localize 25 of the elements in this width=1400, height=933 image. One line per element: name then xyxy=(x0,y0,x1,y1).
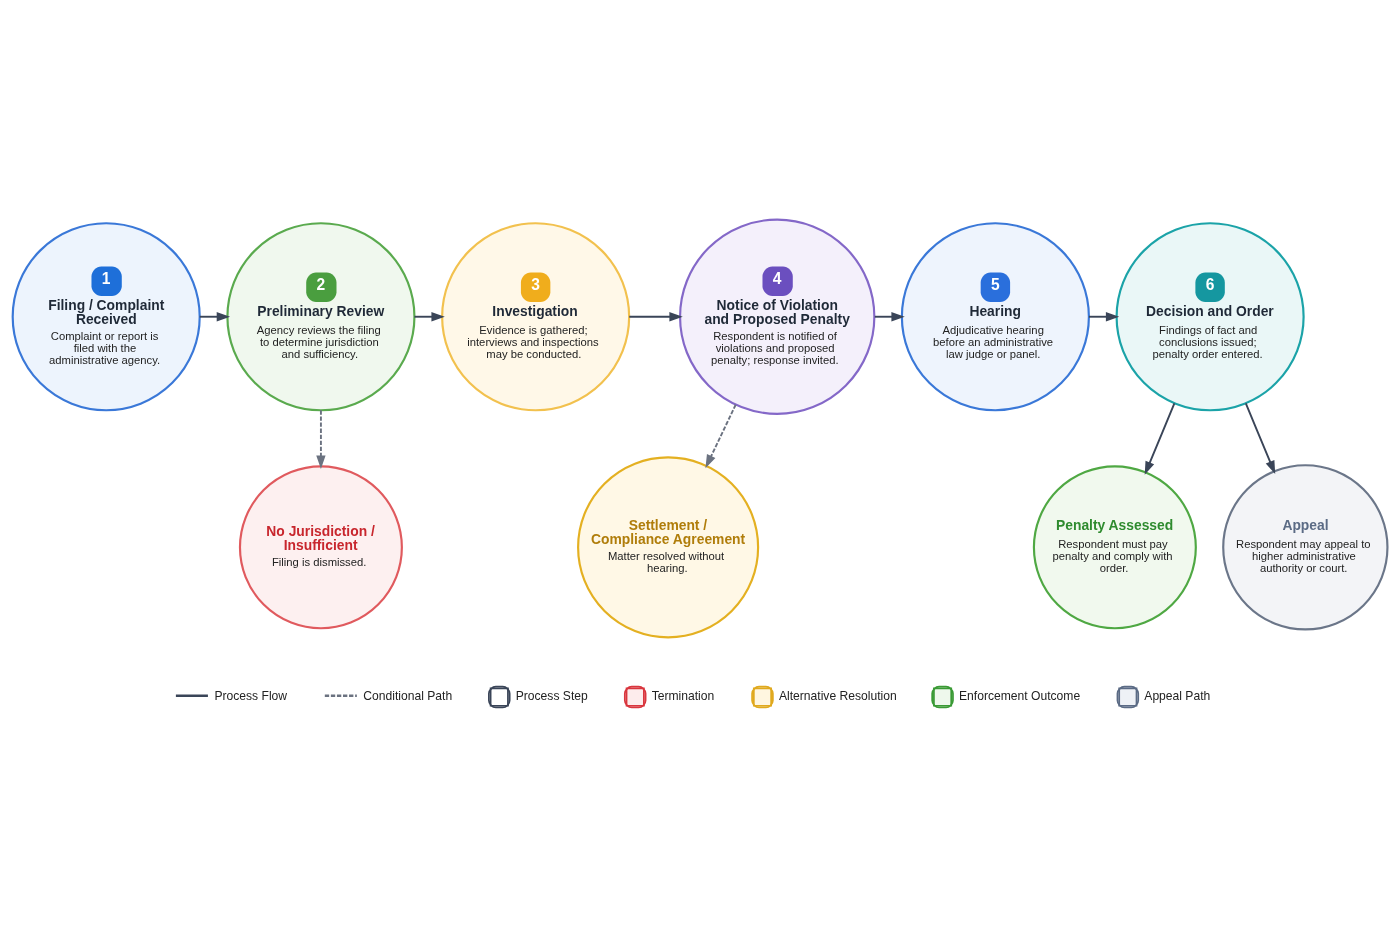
arrow xyxy=(1087,312,1120,322)
arrow xyxy=(413,312,445,322)
node-circle: Penalty Assessed Respondent must pay penalty and comply with order. xyxy=(1032,465,1197,630)
legend-label: Enforcement Outcome xyxy=(959,689,1081,704)
legend-label: Termination xyxy=(651,689,715,704)
arrow xyxy=(198,312,231,322)
arrow xyxy=(628,312,683,322)
arrow xyxy=(705,403,737,469)
legend-label: Process Step xyxy=(515,689,588,704)
arrow xyxy=(873,312,905,322)
node-circle: 3 Investigation Evidence is gathered; interviews and inspections may be conducted. xyxy=(441,222,631,412)
arrow xyxy=(1144,402,1176,475)
node-circle: 1 Filing / Complaint Received Complaint or report is filed with the administrative agency. xyxy=(11,222,201,412)
node-circle: 2 Preliminary Review Agency reviews the filing to determine jurisdiction and sufficiency. xyxy=(226,222,416,412)
node-circle: Appeal Respondent may appeal to higher administrative authority or court. xyxy=(1222,464,1389,631)
legend-label: Alternative Resolution xyxy=(778,689,897,704)
node-circle: 6 Decision and Order Findings of fact and conclusions issued; penalty order entered. xyxy=(1115,222,1305,412)
legend-label: Conditional Path xyxy=(363,689,453,704)
node-circle: 4 Notice of Violation and Proposed Penalty Respondent is notified of violations and proposed penalty; response invited. xyxy=(678,218,876,415)
arrow xyxy=(1244,402,1276,475)
legend-label: Process Flow xyxy=(214,689,288,704)
arrow xyxy=(316,409,326,469)
legend-label: Appeal Path xyxy=(1144,689,1211,704)
node-circle: No Jurisdiction / Insufficient Filing is dismissed. xyxy=(238,465,403,630)
node-circle: 5 Hearing Adjudicative hearing before an administrative law judge or panel. xyxy=(900,222,1090,412)
